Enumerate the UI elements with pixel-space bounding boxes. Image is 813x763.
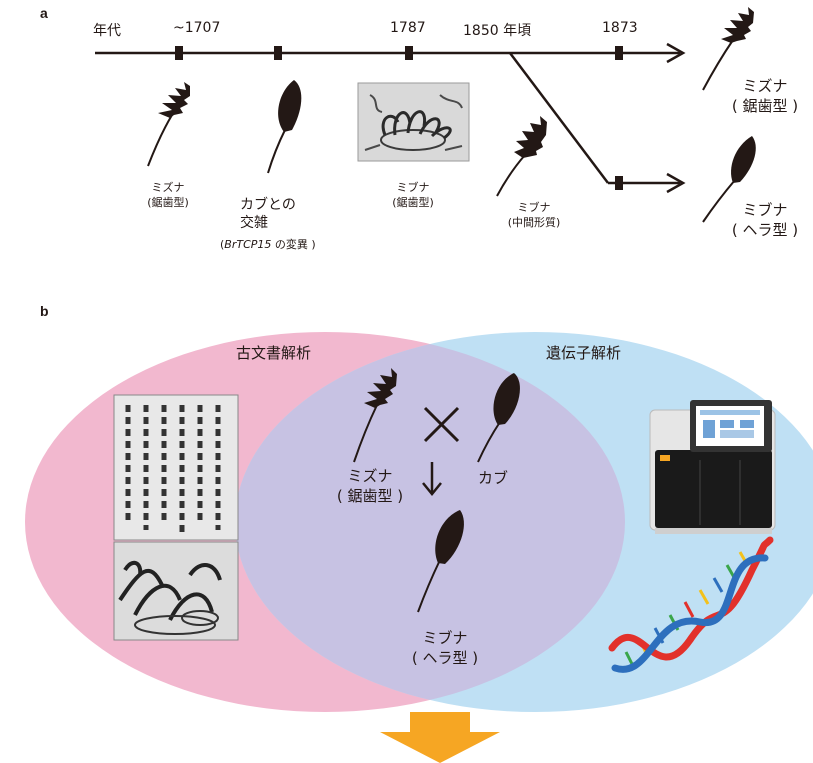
tick-1740 [274, 46, 282, 60]
historical-print-1787-image [357, 82, 470, 162]
result-arrow-icon [380, 712, 500, 763]
timeline-axis-label: 年代 [93, 23, 121, 39]
mizuna-leaf-icon [353, 368, 397, 463]
tick-label-1850: 1850 年頃 [463, 23, 532, 39]
right-circle-title: 遺伝子解析 [546, 344, 622, 362]
sequencer-machine-image [649, 400, 776, 534]
panel-b-label: b [40, 303, 49, 319]
tick-1873 [615, 46, 623, 60]
branch-arrowhead [666, 172, 686, 194]
left-circle-title: 古文書解析 [236, 344, 312, 362]
mibuna-mid-leaf-icon [496, 116, 547, 197]
tick-branch-1873 [615, 176, 623, 190]
mibuna-final-label: ミブナ ( ヘラ型 ) [731, 201, 799, 239]
panel-a-label: a [40, 5, 48, 21]
cross-label: カブとの 交雑 [240, 197, 296, 231]
historical-document-image [113, 394, 239, 641]
mizuna-final-leaf-icon [702, 7, 754, 91]
tick-1707 [175, 46, 183, 60]
tick-label-1787: 1787 [390, 20, 426, 36]
mizuna-leaf-1707-icon [147, 82, 190, 167]
venn-overlap [235, 332, 625, 712]
mizuna-1707-label: ミズナ (鋸歯型) [147, 181, 189, 209]
dna-helix-image [608, 536, 774, 673]
mibuna-label: ミブナ ( ヘラ型 ) [411, 629, 479, 667]
mizuna-label: ミズナ ( 鋸歯型 ) [336, 467, 404, 505]
kabu-leaf-icon [477, 373, 520, 463]
tick-label-1707: ~1707 [173, 20, 221, 36]
timeline-graphic [95, 7, 756, 223]
spatulate-leaf-cross-icon [267, 80, 302, 174]
mutation-note: (BrTCP15 の変異 ) [220, 238, 316, 251]
tick-label-1873: 1873 [602, 20, 638, 36]
timeline-arrowhead [666, 42, 686, 64]
mibuna-leaf-icon [417, 510, 464, 613]
mizuna-final-label: ミズナ ( 鋸歯型 ) [731, 77, 799, 115]
branch-line [509, 52, 609, 184]
tick-1787 [405, 46, 413, 60]
kabu-label: カブ [478, 469, 509, 487]
mibuna-1787-label: ミブナ (鋸歯型) [392, 181, 434, 209]
mibuna-mid-label: ミブナ (中間形質) [507, 201, 561, 229]
cross-icon [423, 406, 460, 443]
down-arrow-icon [422, 462, 442, 496]
mibuna-final-leaf-icon [702, 136, 756, 223]
